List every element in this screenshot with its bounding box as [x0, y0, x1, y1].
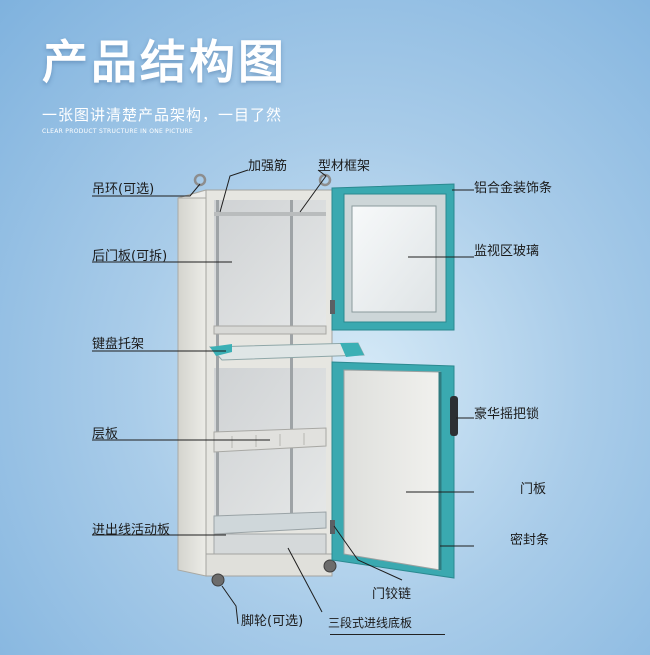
- callout-cable-plate: 进出线活动板: [92, 523, 171, 538]
- keyboard-tray-bracket-right: [340, 343, 364, 357]
- callout-viewing-glass: 监视区玻璃: [474, 244, 540, 259]
- leader-lines: [92, 169, 474, 625]
- callout-bottom-plate: 三段式进线底板: [328, 616, 413, 630]
- mounting-rail-left: [216, 200, 219, 530]
- page-subtitle: 一张图讲清楚产品架构，一目了然: [42, 106, 283, 124]
- mounting-rail-right: [290, 200, 293, 530]
- callout-keyboard-tray: 键盘托架: [92, 337, 145, 352]
- cabinet-base: [205, 553, 333, 577]
- callout-handle-lock: 豪华摇把锁: [474, 407, 540, 422]
- door-panel: [343, 369, 441, 571]
- callout-lifting-ring: 吊环(可选): [92, 182, 155, 197]
- page-title: 产品结构图: [42, 35, 287, 89]
- caster-right: [323, 559, 337, 573]
- bottom-plate-underline: [330, 634, 445, 635]
- upper-interior: [214, 200, 326, 332]
- callout-rear-door: 后门板(可拆): [92, 249, 168, 264]
- callout-door-panel: 门板: [520, 482, 547, 497]
- reinforcement-rib-bar: [214, 212, 326, 216]
- hinge: [330, 300, 335, 314]
- bottom-plate: [213, 533, 327, 555]
- handle-lock: [450, 396, 458, 436]
- hinge: [330, 520, 335, 534]
- tray-shelf: [213, 325, 327, 335]
- callout-casters: 脚轮(可选): [241, 614, 304, 629]
- lifting-ring-right: [318, 173, 332, 187]
- cable-plate: [213, 511, 327, 535]
- keyboard-tray-bracket-left: [210, 344, 232, 356]
- callout-reinforcement-rib: 加强筋: [248, 159, 288, 174]
- lifting-ring-left: [193, 173, 207, 187]
- callout-shelf: 层板: [92, 427, 119, 442]
- callout-seal-strip: 密封条: [510, 533, 550, 548]
- callout-aluminum-trim: 铝合金装饰条: [474, 181, 553, 196]
- callout-profile-frame: 型材框架: [318, 159, 371, 174]
- caster-left: [211, 573, 225, 587]
- callout-hinge: 门铰链: [372, 587, 412, 602]
- page-tagline: CLEAR PRODUCT STRUCTURE IN ONE PICTURE: [42, 128, 194, 135]
- cabinet-side-panel: [177, 189, 207, 577]
- viewing-glass: [351, 205, 437, 313]
